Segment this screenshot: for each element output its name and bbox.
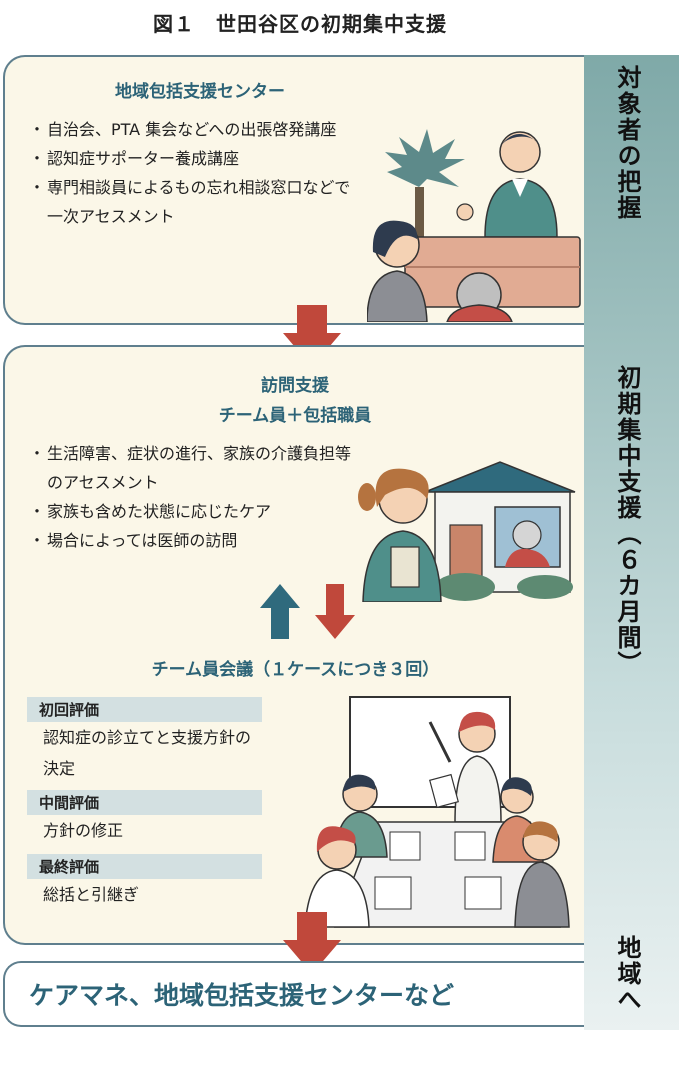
evaluation-label: 最終評価	[27, 854, 262, 879]
handover-text: ケアマネ、地域包括支援センターなど	[29, 981, 455, 1010]
arrow-down-icon	[315, 584, 355, 639]
list-item: 自治会、PTA 集会などへの出張啓発講座	[29, 115, 361, 144]
phase-label-identify: 対象者の把握	[613, 65, 641, 221]
community-center-panel: 地域包括支援センター 自治会、PTA 集会などへの出張啓発講座 認知症サポーター…	[3, 55, 584, 325]
arrow-down-icon	[283, 912, 341, 974]
evaluation-label: 中間評価	[27, 790, 262, 815]
phase-label-to-community: 地域へ	[613, 935, 641, 1013]
team-meeting-illustration	[305, 696, 570, 928]
consultation-illustration	[367, 129, 581, 322]
figure-title: 図１ 世田谷区の初期集中支援	[153, 12, 447, 36]
list-item: 生活障害、症状の進行、家族の介護負担等のアセスメント	[29, 439, 351, 497]
list-item: 専門相談員によるもの忘れ相談窓口などで一次アセスメント	[29, 173, 361, 231]
evaluation-text: 方針の修正	[43, 821, 124, 840]
phase-label-initial-support: 初期集中支援（６カ月間）	[613, 365, 641, 677]
evaluation-text: 総括と引継ぎ	[43, 885, 140, 904]
home-visit-subheading: チーム員＋包括職員	[218, 406, 372, 426]
home-visit-illustration	[358, 461, 576, 602]
evaluation-text: 認知症の診立てと支援方針の決定	[43, 728, 252, 778]
initial-support-panel: 訪問支援 チーム員＋包括職員 生活障害、症状の進行、家族の介護負担等のアセスメン…	[3, 345, 584, 945]
team-meeting-heading: チーム員会議（１ケースにつき３回）	[151, 660, 440, 680]
home-visit-heading: 訪問支援	[261, 376, 329, 396]
arrow-up-icon	[260, 584, 300, 639]
handover-box: ケアマネ、地域包括支援センターなど	[3, 961, 584, 1027]
community-center-list: 自治会、PTA 集会などへの出張啓発講座 認知症サポーター養成講座 専門相談員に…	[29, 115, 361, 231]
arrow-down-icon	[283, 305, 341, 367]
community-center-heading: 地域包括支援センター	[115, 82, 285, 102]
list-item: 場合によっては医師の訪問	[29, 526, 351, 555]
evaluation-list: 初回評価 認知症の診立てと支援方針の決定 中間評価 方針の修正 最終評価 総括と…	[27, 697, 262, 910]
evaluation-label: 初回評価	[27, 697, 262, 722]
list-item: 家族も含めた状態に応じたケア	[29, 497, 351, 526]
list-item: 認知症サポーター養成講座	[29, 144, 361, 173]
phase-sidebar	[584, 55, 679, 1030]
home-visit-list: 生活障害、症状の進行、家族の介護負担等のアセスメント 家族も含めた状態に応じたケ…	[29, 439, 351, 555]
